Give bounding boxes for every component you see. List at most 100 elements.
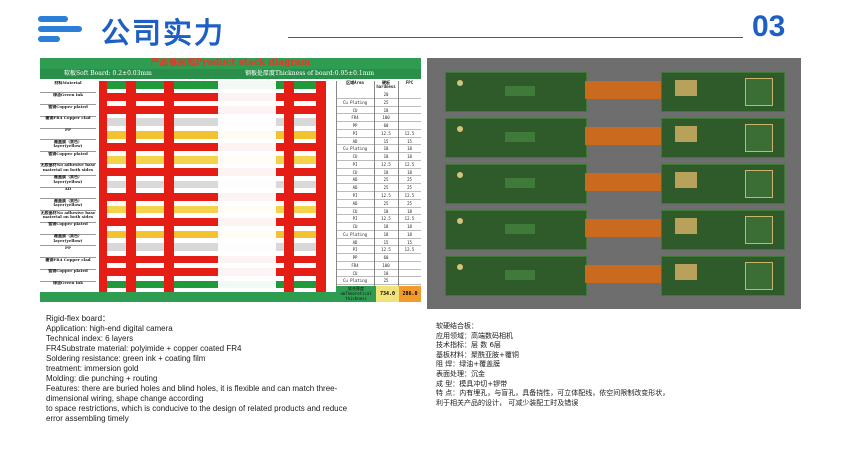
stack-layer: [99, 180, 326, 189]
table-cell: 100: [382, 262, 390, 268]
table-cell: CU: [352, 208, 358, 214]
layer-label: 绿油Green ink: [52, 92, 84, 97]
table-cell: 25: [383, 99, 389, 105]
table-cell: 18: [383, 224, 389, 230]
pcb-board: [445, 256, 785, 296]
table-cell: 60: [383, 123, 389, 129]
table-cell: FR4: [351, 115, 359, 121]
diagram-subtitle-bar: [40, 69, 421, 79]
chinese-line: 特 点：内有埋孔，与盲孔，具备挠性，可立体配线，依空间限制改变形状，: [436, 389, 670, 398]
stack-layer: [99, 81, 326, 89]
table-cell: 12.5: [381, 193, 391, 198]
table-row: CU 18: [336, 270, 421, 278]
english-line: to space restrictions, which is conduciv…: [46, 404, 348, 413]
diagram-title-bar: [40, 58, 421, 69]
english-line: FR4Substrate material: polyimide + coppe…: [46, 344, 242, 353]
table-cell: 18: [383, 154, 389, 160]
table-cell: 25: [407, 185, 412, 191]
stack-layer: [99, 130, 326, 139]
table-cell: PP: [352, 123, 358, 129]
table-cell: PI: [352, 216, 358, 222]
table-cell: 12.5: [381, 161, 391, 167]
table-cell: AD: [352, 239, 358, 245]
table-cell: Cu Plating: [342, 278, 368, 284]
stack-layer: [99, 268, 326, 276]
stack-layer: [99, 143, 326, 152]
label-divider: [40, 139, 96, 141]
table-cell: 60: [383, 255, 389, 261]
table-cell: 20: [383, 92, 389, 97]
layer-label: 无胶基材No adhesive base material on both si…: [40, 210, 96, 220]
table-cell: 18: [407, 169, 412, 175]
table-cell: 18: [383, 208, 389, 214]
table-row: PP 60: [336, 122, 421, 130]
table-row: CU 18 18: [336, 208, 421, 216]
label-divider: [40, 233, 96, 235]
table-row: CU 18 18: [336, 223, 421, 231]
stack-layer: [99, 280, 326, 289]
stack-layer: [99, 93, 326, 102]
table-cell: 18: [383, 270, 389, 276]
layer-label: 绿油Green ink: [52, 281, 84, 286]
table-cell: 25: [383, 200, 389, 206]
table-cell: CU: [352, 270, 358, 276]
via-column: [99, 81, 107, 293]
table-cell: CU: [352, 107, 358, 113]
label-divider: [40, 210, 96, 212]
header-divider: [288, 37, 743, 38]
table-cell: 12.5: [404, 130, 415, 136]
soft-board-label: 软板Soft Board: 0.2±0.03mm: [64, 70, 152, 77]
label-divider: [40, 174, 96, 176]
table-cell: 18: [383, 231, 389, 237]
layer-label: 镀铜Copper plated: [48, 269, 88, 274]
layer-label: 镀铜Copper plated: [48, 151, 88, 156]
table-cell: 18: [383, 146, 389, 152]
table-cell: 12.5: [381, 130, 391, 136]
layer-label: PP: [64, 245, 71, 250]
table-cell: 100: [382, 115, 390, 121]
table-cell: 12.5: [404, 193, 415, 198]
table-cell: 18: [407, 208, 412, 214]
via-column: [126, 81, 136, 293]
english-line: Features: there are buried holes and bli…: [46, 384, 338, 393]
layer-label: 覆盖膜（黄色）layer(yellow): [53, 198, 83, 208]
layer-label: 覆盖膜（黄色）layer(yellow): [53, 175, 83, 184]
table-footer-label: 软合厚度 umTheoretical thickness: [336, 286, 376, 302]
chinese-line: 技术指标：层 数 6层: [436, 341, 501, 350]
page-title: 公司实力: [101, 16, 226, 50]
label-divider: [40, 245, 96, 247]
company-logo-icon: [38, 14, 88, 44]
table-cell: 18: [407, 224, 412, 230]
english-line: Technical index: 6 layers: [46, 334, 134, 343]
label-divider: [40, 268, 96, 270]
table-cell: 18: [383, 169, 389, 175]
label-divider: [40, 151, 96, 153]
stack-layer: [99, 193, 326, 201]
pcb-board: [445, 72, 785, 112]
stack-layer: [99, 218, 326, 226]
table-cell: 15: [383, 239, 389, 245]
table-cell: CU: [352, 224, 358, 230]
flex-gap: [218, 81, 276, 293]
chinese-description: 软硬结合板： 应用领域：高端数码相机 技术指标：层 数 6层 基板材料：聚酰亚胺…: [436, 322, 796, 408]
table-header-hardness: 硬板 hardness: [376, 80, 396, 89]
via-column: [164, 81, 174, 293]
board-thickness-label: 钢板处厚度Thickness of board:0.95±0.1mm: [245, 70, 375, 77]
chinese-line: 表面处理：沉金: [436, 369, 485, 378]
label-divider: [40, 198, 96, 200]
stack-layer: [99, 168, 326, 176]
table-cell: 25: [383, 278, 389, 284]
layer-label: 覆盖膜（黄色）layer(yellow): [53, 234, 83, 243]
